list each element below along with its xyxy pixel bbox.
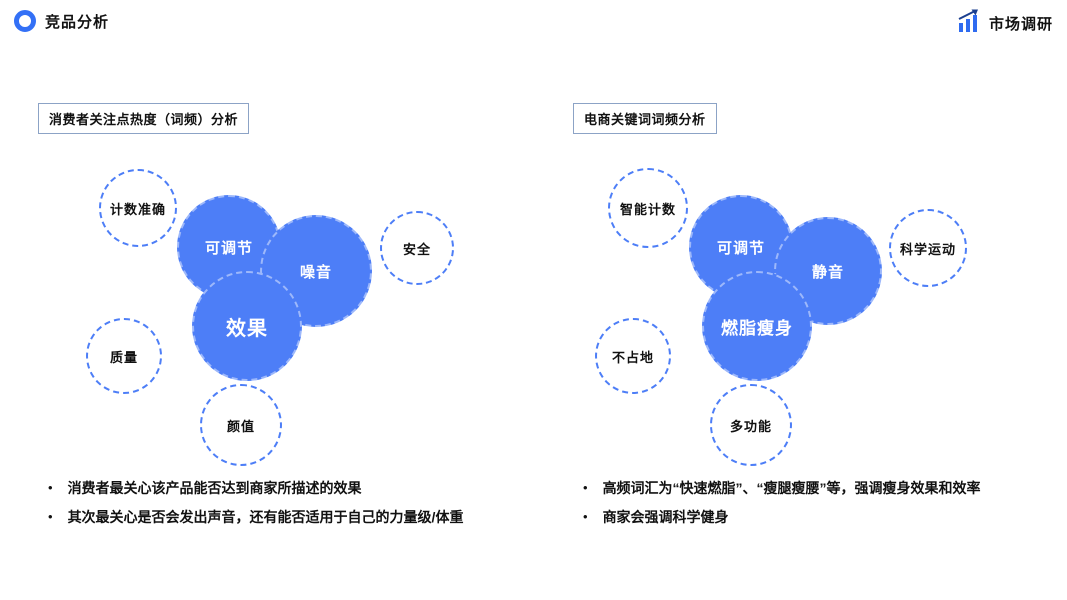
dashed-bubble: 颜值 xyxy=(200,384,282,466)
solid-bubble: 效果 xyxy=(192,271,302,381)
dashed-bubble: 计数准确 xyxy=(99,169,177,247)
header-right-label: 市场调研 xyxy=(988,16,1053,33)
solid-bubble: 燃脂瘦身 xyxy=(702,271,812,381)
bullet-item: • 其次最关心是否会发出声音，还有能否适用于自己的力量级/体重 xyxy=(48,507,548,527)
bubble-label: 计数准确 xyxy=(109,201,166,217)
bubble-label: 可调节 xyxy=(204,239,253,257)
bubble-label: 可调节 xyxy=(716,239,765,257)
bullet-item: • 商家会强调科学健身 xyxy=(583,507,1053,527)
bubble-label: 不占地 xyxy=(611,349,654,365)
header-right: 市场调研 xyxy=(956,8,1053,39)
bullet-dot: • xyxy=(583,480,588,495)
bubble-label: 质量 xyxy=(109,349,138,365)
bubble-label: 静音 xyxy=(811,263,844,281)
bubble-label: 多功能 xyxy=(729,418,772,434)
bullet-dot: • xyxy=(48,509,53,524)
bullet-text: 其次最关心是否会发出声音，还有能否适用于自己的力量级/体重 xyxy=(67,509,464,525)
bullet-list-left: • 消费者最关心该产品能否达到商家所描述的效果 • 其次最关心是否会发出声音，还… xyxy=(48,478,548,527)
bar-chart-icon xyxy=(956,8,982,39)
section-title-right: 电商关键词词频分析 xyxy=(573,103,717,134)
bubble-label: 科学运动 xyxy=(899,241,956,257)
bullet-text: 高频词汇为“快速燃脂”、“瘦腿瘦腰”等，强调瘦身效果和效率 xyxy=(602,480,981,496)
bullet-dot: • xyxy=(583,509,588,524)
dashed-bubble: 质量 xyxy=(86,318,162,394)
dashed-bubble: 智能计数 xyxy=(608,168,688,248)
dashed-bubble: 不占地 xyxy=(595,318,671,394)
page-title: 竞品分析 xyxy=(45,13,110,31)
dashed-bubble: 安全 xyxy=(380,211,454,285)
bullet-item: • 高频词汇为“快速燃脂”、“瘦腿瘦腰”等，强调瘦身效果和效率 xyxy=(583,478,1053,498)
bubble-label: 颜值 xyxy=(226,418,255,434)
bubble-label: 智能计数 xyxy=(619,201,676,217)
section-title-left: 消费者关注点热度（词频）分析 xyxy=(38,103,250,134)
bubble-label: 燃脂瘦身 xyxy=(721,318,793,338)
header-left: 竞品分析 xyxy=(14,10,109,32)
dashed-bubble: 科学运动 xyxy=(889,209,967,287)
bubble-label: 安全 xyxy=(402,241,431,257)
bullet-item: • 消费者最关心该产品能否达到商家所描述的效果 xyxy=(48,478,548,498)
bullet-list-right: • 高频词汇为“快速燃脂”、“瘦腿瘦腰”等，强调瘦身效果和效率 • 商家会强调科… xyxy=(583,478,1053,527)
bullet-dot: • xyxy=(48,480,53,495)
ring-icon xyxy=(14,10,36,32)
bullet-text: 消费者最关心该产品能否达到商家所描述的效果 xyxy=(67,480,362,496)
dashed-bubble: 多功能 xyxy=(710,384,792,466)
bubble-label: 效果 xyxy=(226,317,268,340)
bubble-label: 噪音 xyxy=(299,263,332,281)
bullet-text: 商家会强调科学健身 xyxy=(602,509,729,525)
